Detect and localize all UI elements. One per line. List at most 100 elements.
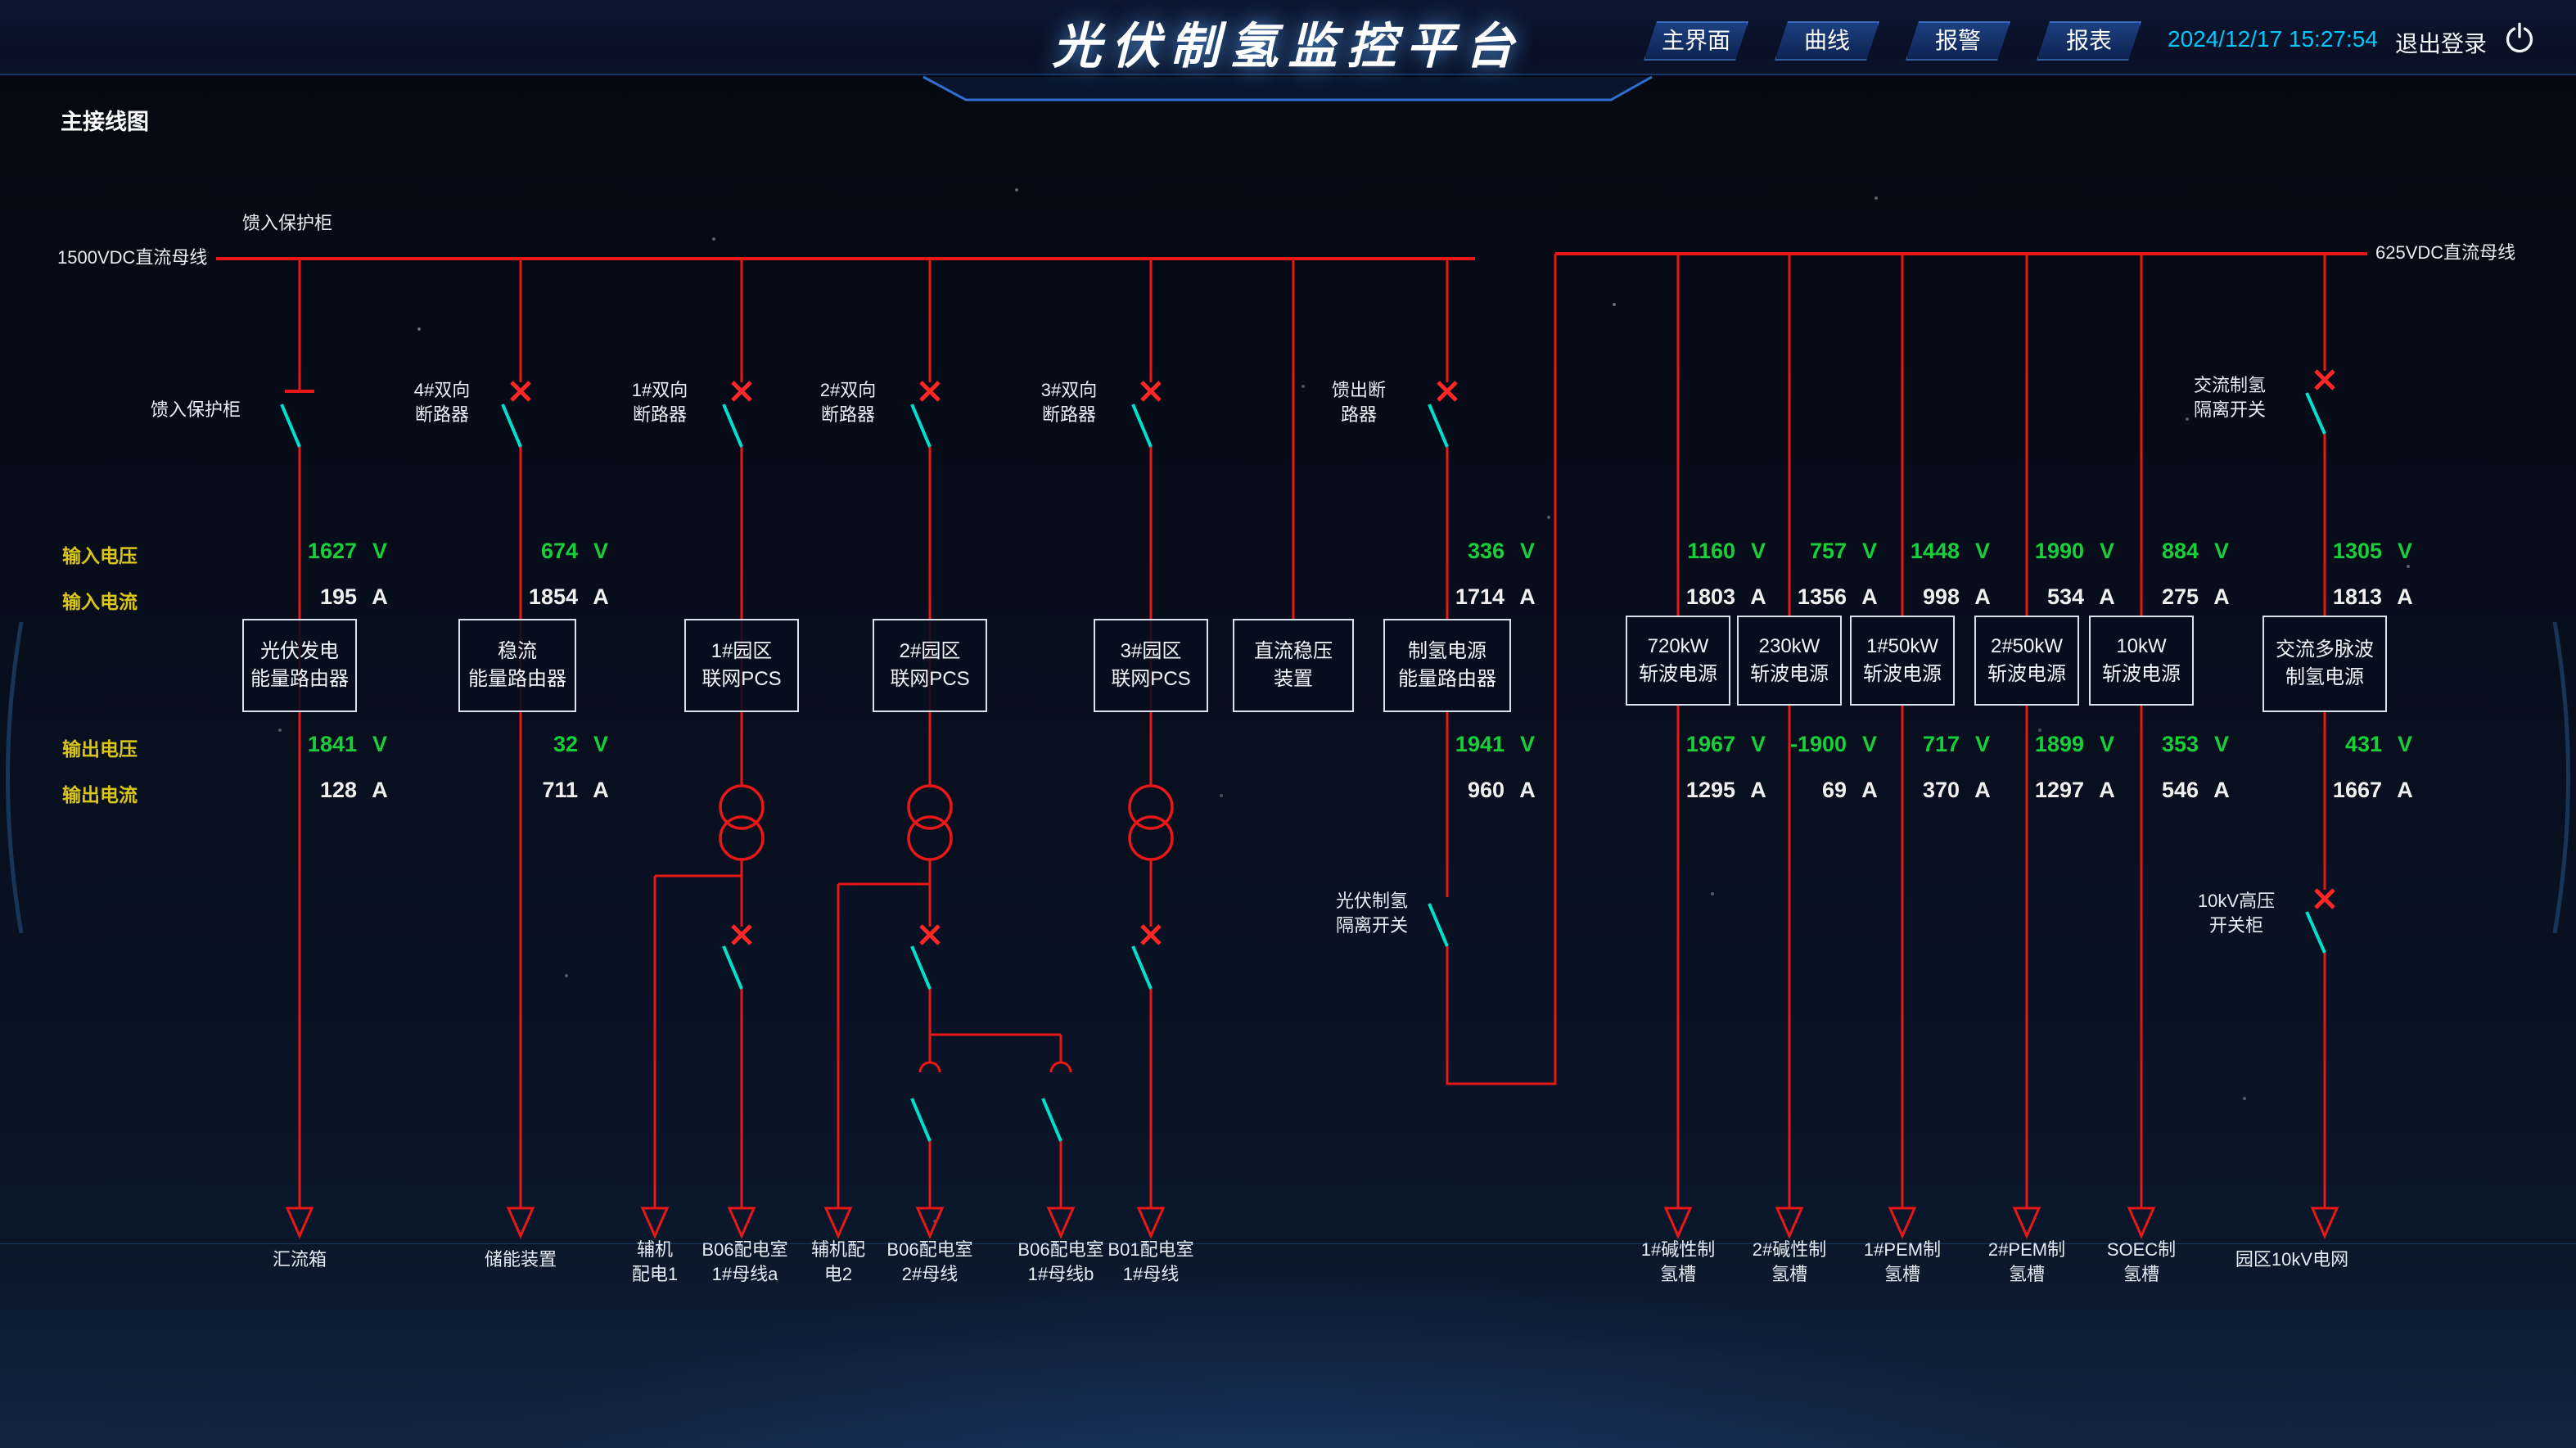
header-decoration (6, 75, 2570, 934)
breaker-1-bidirectional[interactable] (722, 381, 752, 448)
breaker-feed-out[interactable] (1428, 381, 1458, 448)
left-bus-label: 1500VDC直流母线 (57, 247, 208, 268)
b4-switch-label: 2#双向断路器 (819, 380, 877, 425)
breaker-pcs3-lv[interactable] (1131, 924, 1162, 990)
device-steady-flow-energy-router[interactable]: 稳流能量路由器 (458, 619, 576, 712)
device-park1-grid-pcs[interactable]: 1#园区联网PCS (684, 619, 799, 712)
b2-switch-label: 4#双向断路器 (413, 380, 471, 425)
dest-b06-bus2: B06配电室2#母线 (886, 1238, 972, 1287)
row-label-output-current: 输出电流 (62, 784, 138, 805)
device-ac-multipulse-hydrogen-power[interactable]: 交流多脉波制氢电源 (2262, 616, 2387, 712)
b5-switch-label: 3#双向断路器 (1040, 380, 1098, 425)
app-title: 光伏制氢监控平台 (1052, 19, 1524, 74)
switch-pcs2-outA[interactable] (910, 1098, 932, 1142)
nav-reports[interactable]: 报表 (2037, 21, 2141, 61)
feeder-lines (298, 254, 2326, 1208)
dest-b06-bus1a: B06配电室1#母线a (702, 1238, 787, 1287)
breaker-pcs1-lv[interactable] (722, 924, 752, 990)
nav-curves[interactable]: 曲线 (1775, 21, 1879, 61)
dest-combiner-box: 汇流箱 (273, 1247, 327, 1272)
floor-glow (0, 1243, 2576, 1448)
device-hydrogen-power-energy-router[interactable]: 制氢电源能量路由器 (1383, 619, 1511, 712)
dest-soec-tank: SOEC制氢槽 (2107, 1238, 2176, 1287)
dest-pem-tank-2: 2#PEM制氢槽 (1988, 1238, 2065, 1287)
device-pv-energy-router[interactable]: 光伏发电能量路由器 (242, 619, 357, 712)
drawout-contact-icons (918, 1061, 1072, 1073)
right-bus-label: 625VDC直流母线 (2375, 242, 2516, 263)
device-dc-voltage-stabilizer[interactable]: 直流稳压装置 (1233, 619, 1354, 712)
power-icon[interactable] (2503, 21, 2536, 54)
breaker-4-bidirectional[interactable] (501, 381, 531, 448)
main-nav: 主界面 曲线 报警 报表 (1644, 21, 2141, 61)
row-label-input-voltage: 输入电压 (62, 545, 138, 566)
dest-aux-power-1: 辅机配电1 (632, 1238, 678, 1287)
switch-pcs2-outB[interactable] (1041, 1098, 1062, 1142)
breaker-2-bidirectional[interactable] (910, 381, 941, 448)
diagram-title: 主接线图 (61, 110, 149, 134)
ac-isolator-label: 交流制氢隔离开关 (2193, 375, 2267, 420)
dest-aux-power-2: 辅机配电2 (811, 1238, 865, 1287)
device-park3-grid-pcs[interactable]: 3#园区联网PCS (1094, 619, 1208, 712)
breaker-feed-in[interactable] (280, 390, 314, 448)
switch-ac-hydrogen-isolator[interactable] (2305, 369, 2335, 435)
dest-b01-bus1: B01配电室1#母线 (1108, 1238, 1193, 1287)
pv-hydrogen-isolator-label: 光伏制氢隔离开关 (1335, 891, 1409, 936)
nav-main-view[interactable]: 主界面 (1644, 21, 1748, 61)
device-park2-grid-pcs[interactable]: 2#园区联网PCS (873, 619, 987, 712)
breaker-pcs2-lv[interactable] (910, 924, 941, 990)
breaker-3-bidirectional[interactable] (1131, 381, 1162, 448)
logout-button[interactable]: 退出登录 (2395, 31, 2488, 56)
row-label-output-voltage: 输出电压 (62, 738, 138, 760)
transformer-icons (719, 784, 1174, 861)
nav-alarms[interactable]: 报警 (1906, 21, 2010, 61)
row-label-input-current: 输入电流 (62, 591, 138, 612)
switch-10kv-hv-cabinet[interactable] (2305, 888, 2335, 954)
switch-pv-hydrogen-isolator[interactable] (1428, 903, 1449, 947)
b7-switch-label: 馈出断路器 (1331, 380, 1387, 425)
dest-alkaline-tank-2: 2#碱性制氢槽 (1753, 1238, 1826, 1287)
b3-switch-label: 1#双向断路器 (631, 380, 688, 425)
dest-alkaline-tank-1: 1#碱性制氢槽 (1641, 1238, 1715, 1287)
b1-switch-label: 馈入保护柜 (151, 399, 241, 420)
dest-energy-storage: 储能装置 (485, 1247, 557, 1272)
datetime: 2024/12/17 15:27:54 (2168, 26, 2378, 52)
output-arrow-icons (285, 1207, 2339, 1239)
dc-bus-lines (216, 252, 2367, 260)
